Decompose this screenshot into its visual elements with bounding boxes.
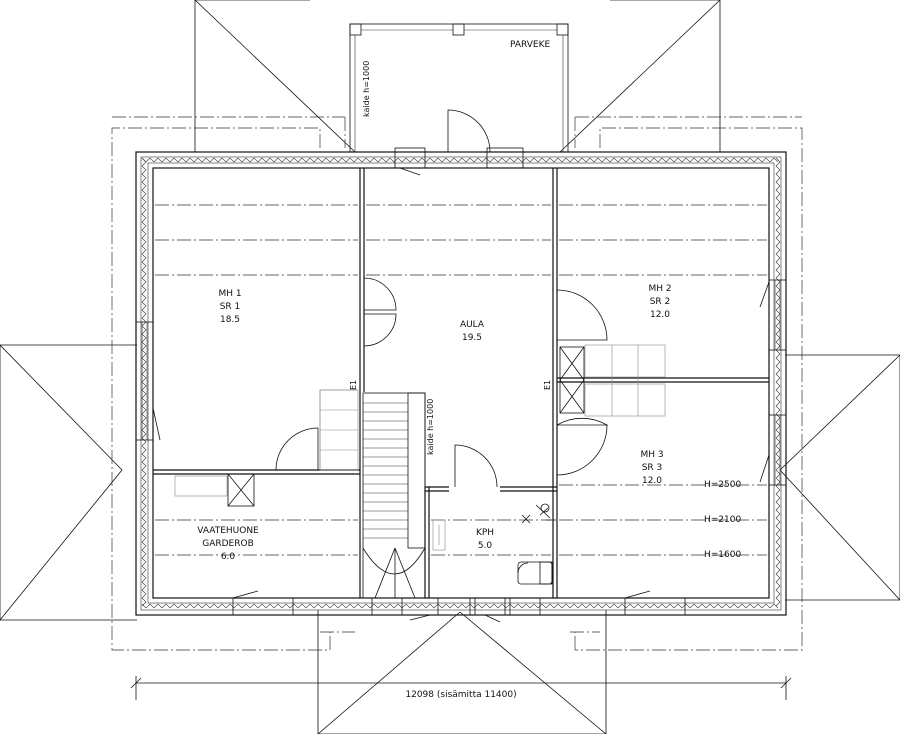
height-mark-1600: H=1600 [704, 550, 741, 560]
insulation-pattern [141, 603, 779, 609]
insulation-pattern [141, 157, 779, 163]
closet-mark-left: E1 [349, 380, 358, 390]
stairs [362, 392, 426, 599]
room-name: AULA [460, 320, 485, 330]
balcony-label: PARVEKE [510, 40, 551, 50]
room-name: MH 1 [218, 289, 241, 299]
interior-walls [153, 168, 769, 598]
room-area: 6.0 [221, 552, 236, 562]
insulation-pattern [141, 157, 147, 607]
room-name-2: SR 1 [220, 302, 241, 312]
room-mh1: MH 1 SR 1 18.5 [218, 289, 241, 325]
closet-mark-right: E1 [543, 380, 552, 390]
eave-lines [111, 116, 803, 651]
room-name: KPH [476, 528, 494, 538]
balcony-rail-note: kaide h=1000 [362, 61, 371, 117]
room-name-2: GARDEROB [202, 539, 254, 549]
room-area: 19.5 [462, 333, 482, 343]
height-mark-2100: H=2100 [704, 515, 741, 525]
stair-rail-note: kaide h=1000 [426, 399, 435, 455]
room-area: 12.0 [642, 476, 662, 486]
bathroom-fixtures [432, 503, 556, 585]
room-vaatehuone: VAATEHUONE GARDEROB 6.0 [197, 526, 259, 562]
room-name: MH 2 [648, 284, 671, 294]
room-area: 5.0 [478, 541, 493, 551]
dimension-line [130, 676, 792, 700]
room-aula: AULA 19.5 [460, 320, 485, 343]
room-kph: KPH 5.0 [476, 528, 494, 551]
dimension-text: 12098 (sisämitta 11400) [405, 690, 516, 700]
windows [135, 147, 787, 623]
balcony [349, 23, 569, 153]
height-mark-2500: H=2500 [704, 480, 741, 490]
room-area: 18.5 [220, 315, 240, 325]
room-area: 12.0 [650, 310, 670, 320]
room-name-2: SR 3 [642, 463, 663, 473]
room-mh2: MH 2 SR 2 12.0 [648, 284, 671, 320]
room-name: MH 3 [640, 450, 663, 460]
room-name-2: SR 2 [650, 297, 671, 307]
insulation-pattern [775, 157, 781, 607]
room-mh3: MH 3 SR 3 12.0 [640, 450, 663, 486]
room-name: VAATEHUONE [197, 526, 259, 536]
ceiling-lines [155, 204, 767, 556]
closets [174, 344, 666, 507]
